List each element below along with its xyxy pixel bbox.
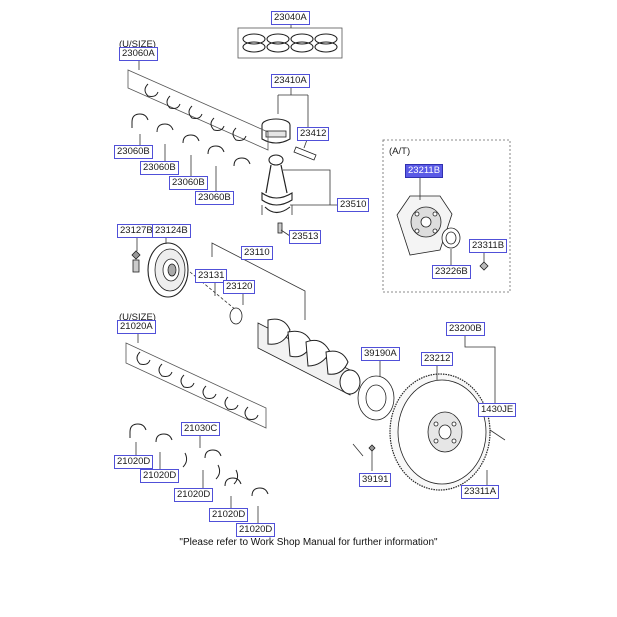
at-drive-plate-box (382, 139, 511, 293)
usize-note-top: (U/SIZE) (119, 39, 156, 50)
part-label-23060a[interactable]: 23060A (119, 47, 158, 61)
part-label-23200b[interactable]: 23200B (446, 322, 485, 336)
lower-bearing-shells-upper-group (131, 113, 251, 192)
part-label-23127b[interactable]: 23127B (117, 224, 156, 238)
part-label-21020d-3[interactable]: 21020D (174, 488, 214, 502)
part-label-21030c[interactable]: 21030C (181, 422, 221, 436)
part-label-23211b[interactable]: 23211B (405, 164, 444, 178)
crank-pulley (131, 237, 237, 311)
part-label-39190a[interactable]: 39190A (361, 347, 400, 361)
part-label-23311b[interactable]: 23311B (469, 239, 508, 253)
piston-ring-set (237, 24, 343, 59)
footnote: "Please refer to Work Shop Manual for fu… (179, 537, 438, 548)
thrust-and-lower-shells (129, 423, 269, 525)
part-label-21020d-4[interactable]: 21020D (209, 508, 249, 522)
part-label-23040a[interactable]: 23040A (271, 11, 310, 25)
part-label-23124b[interactable]: 23124B (152, 224, 191, 238)
crankshaft (211, 242, 361, 396)
at-note: (A/T) (389, 146, 411, 157)
part-label-23510[interactable]: 23510 (337, 198, 370, 212)
part-label-23311a[interactable]: 23311A (461, 485, 500, 499)
part-label-39191[interactable]: 39191 (359, 473, 392, 487)
part-label-23060b-2[interactable]: 23060B (140, 161, 179, 175)
part-label-23060b-4[interactable]: 23060B (195, 191, 234, 205)
part-label-21020d-2[interactable]: 21020D (140, 469, 180, 483)
piston-assembly (261, 86, 317, 161)
part-label-23060b-1[interactable]: 23060B (114, 145, 153, 159)
part-label-1430je[interactable]: 1430JE (478, 403, 517, 417)
part-label-23060b-3[interactable]: 23060B (169, 176, 208, 190)
part-label-23412[interactable]: 23412 (297, 127, 330, 141)
part-label-23212[interactable]: 23212 (421, 352, 454, 366)
part-label-21020a[interactable]: 21020A (117, 320, 156, 334)
connecting-rod (261, 154, 337, 237)
part-label-23410a[interactable]: 23410A (271, 74, 310, 88)
part-label-23513[interactable]: 23513 (289, 230, 322, 244)
part-label-21020d-5[interactable]: 21020D (236, 523, 276, 537)
part-label-23120[interactable]: 23120 (223, 280, 256, 294)
part-label-23110[interactable]: 23110 (241, 246, 273, 260)
part-label-21020d-1[interactable]: 21020D (114, 455, 154, 469)
upper-bearing-shells (127, 58, 269, 151)
usize-note-bottom: (U/SIZE) (119, 312, 156, 323)
flywheel-assembly (352, 335, 506, 491)
main-bearing-shells (125, 332, 267, 429)
part-label-23131[interactable]: 23131 (195, 269, 228, 283)
part-label-23226b[interactable]: 23226B (432, 265, 471, 279)
